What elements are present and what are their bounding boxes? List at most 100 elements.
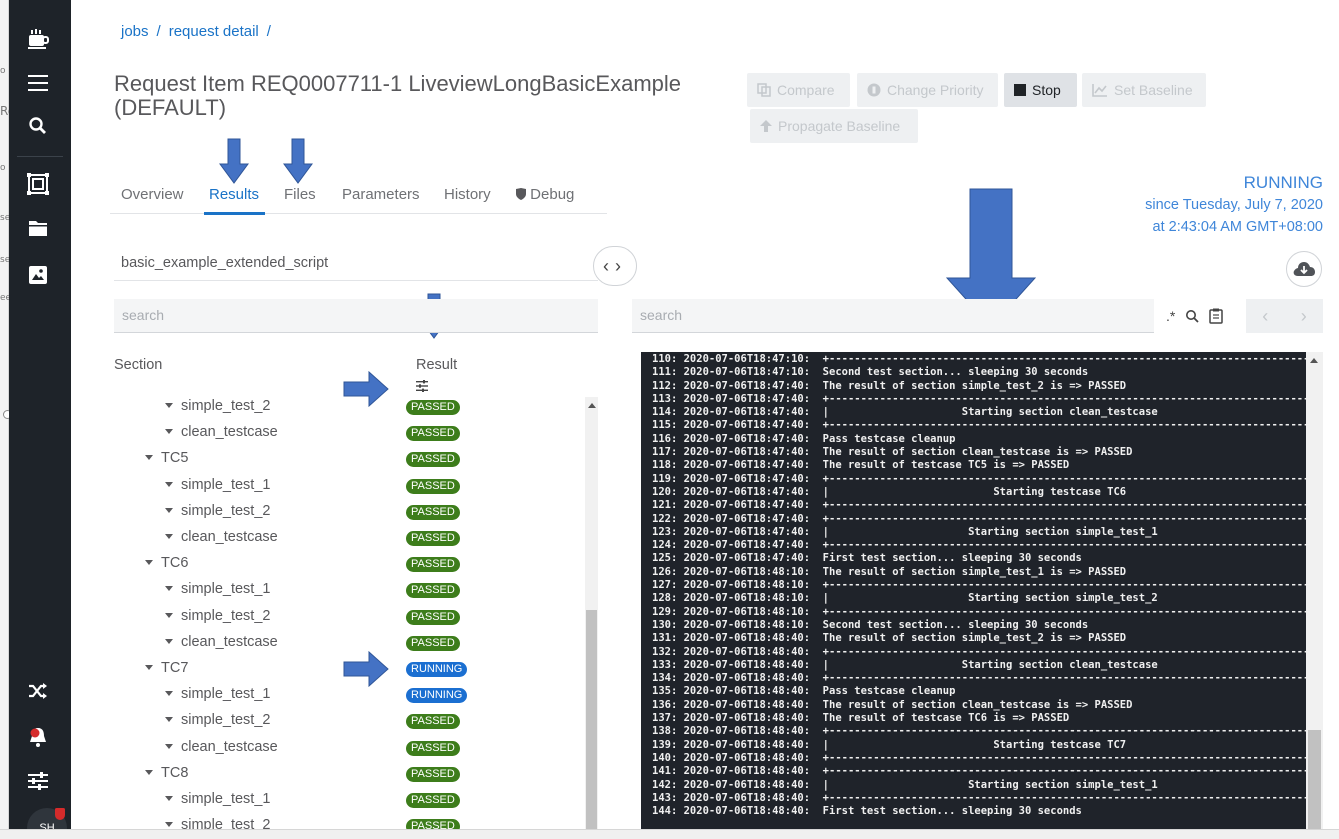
caret-down-icon[interactable]	[165, 586, 173, 592]
caret-down-icon[interactable]	[145, 665, 153, 670]
breadcrumb-jobs[interactable]: jobs	[121, 23, 149, 40]
log-viewer: 110: 2020-07-06T18:47:10: +-------------…	[641, 352, 1306, 829]
sliders-icon[interactable]	[25, 768, 51, 794]
status-badge: PASSED	[406, 452, 460, 468]
caret-down-icon[interactable]	[165, 796, 173, 801]
hamburger-menu-icon[interactable]	[25, 70, 51, 96]
edge-text: o	[0, 163, 6, 173]
image-icon[interactable]	[25, 262, 51, 288]
results-search-input[interactable]: search	[114, 299, 598, 333]
caret-down-icon[interactable]	[165, 534, 173, 539]
propagate-baseline-button[interactable]: Propagate Baseline	[750, 109, 918, 143]
results-scrollbar[interactable]	[585, 397, 598, 829]
status-since: since Tuesday, July 7, 2020	[1145, 197, 1323, 213]
compare-button[interactable]: Compare	[747, 73, 850, 107]
caret-down-icon[interactable]	[165, 743, 173, 749]
edge-text: ee	[0, 293, 12, 303]
log-line: 129: 2020-07-06T18:48:10: +-------------…	[652, 605, 1306, 618]
tab-files[interactable]: Files	[284, 186, 316, 203]
log-line: 133: 2020-07-06T18:48:40: | Starting sec…	[652, 658, 1306, 671]
caret-down-icon[interactable]	[165, 691, 173, 697]
log-line: 122: 2020-07-06T18:47:40: +-------------…	[652, 512, 1306, 525]
caret-down-icon[interactable]	[165, 717, 173, 723]
set-baseline-label: Set Baseline	[1114, 82, 1193, 98]
log-scrollbar[interactable]	[1306, 352, 1323, 829]
sidebar-divider	[17, 156, 63, 157]
scroll-thumb[interactable]	[1308, 730, 1321, 829]
caret-down-icon[interactable]	[165, 507, 173, 513]
caret-down-icon[interactable]	[165, 429, 173, 435]
status-badge: PASSED	[406, 766, 460, 782]
scroll-up-icon[interactable]	[1310, 358, 1318, 363]
filter-icon[interactable]	[416, 380, 428, 392]
scroll-up-icon[interactable]	[588, 403, 596, 408]
regex-toggle[interactable]: .*	[1166, 308, 1176, 324]
tree-row-label: clean_testcase	[181, 738, 278, 755]
stop-button[interactable]: Stop	[1004, 73, 1077, 107]
annotation-arrow-right	[343, 371, 389, 407]
tab-overview[interactable]: Overview	[121, 186, 184, 203]
dashboard-icon[interactable]	[25, 171, 51, 197]
caret-down-icon[interactable]	[145, 560, 153, 566]
tree-row-label: TC6	[161, 555, 189, 572]
breadcrumb-request-detail[interactable]: request detail	[168, 23, 259, 40]
log-search-input[interactable]: search	[632, 299, 1154, 333]
shield-icon	[516, 188, 526, 200]
folder-icon[interactable]	[25, 215, 51, 241]
arrow-up-icon	[760, 120, 772, 132]
tab-parameters[interactable]: Parameters	[342, 186, 420, 203]
edge-text: se	[0, 213, 11, 223]
shuffle-icon[interactable]	[25, 678, 51, 704]
log-line: 113: 2020-07-06T18:47:40: +-------------…	[652, 392, 1306, 405]
coffee-icon[interactable]	[25, 26, 51, 52]
caret-down-icon[interactable]	[165, 403, 173, 408]
log-line: 111: 2020-07-06T18:47:10: Second test se…	[652, 366, 1089, 379]
scroll-thumb[interactable]	[586, 610, 597, 829]
chevron-left-icon[interactable]: ‹	[1262, 305, 1269, 326]
change-priority-button[interactable]: Change Priority	[857, 73, 998, 107]
stop-icon	[1014, 84, 1026, 96]
caret-down-icon[interactable]	[165, 822, 173, 828]
set-baseline-button[interactable]: Set Baseline	[1082, 73, 1206, 107]
download-button[interactable]	[1286, 251, 1322, 287]
panel-toggle-button[interactable]: ‹›	[593, 246, 637, 286]
tree-row-label: simple_test_1	[181, 686, 271, 703]
log-line: 130: 2020-07-06T18:48:10: Second test se…	[652, 618, 1089, 631]
caret-down-icon[interactable]	[145, 769, 153, 775]
run-status: RUNNING since Tuesday, July 7, 2020 at 2…	[1145, 172, 1323, 238]
log-line: 121: 2020-07-06T18:47:40: +-------------…	[652, 499, 1306, 512]
tab-debug[interactable]: Debug	[516, 186, 574, 214]
status-badge: PASSED	[406, 531, 460, 546]
tab-history[interactable]: History	[444, 186, 491, 203]
caret-down-icon[interactable]	[145, 455, 153, 461]
search-icon[interactable]	[25, 113, 51, 139]
caret-down-icon[interactable]	[165, 638, 173, 644]
bell-icon[interactable]	[25, 724, 51, 750]
divider	[114, 280, 598, 281]
annotation-arrow-down	[283, 138, 313, 184]
log-line: 114: 2020-07-06T18:47:40: | Starting sec…	[652, 406, 1306, 419]
caret-down-icon[interactable]	[165, 481, 173, 487]
tab-results[interactable]: Results	[203, 186, 266, 215]
caret-down-icon[interactable]	[165, 612, 173, 618]
search-icon[interactable]	[1185, 309, 1199, 323]
chevron-right-icon[interactable]: ›	[1300, 305, 1307, 326]
clipboard-icon[interactable]	[1209, 308, 1224, 324]
